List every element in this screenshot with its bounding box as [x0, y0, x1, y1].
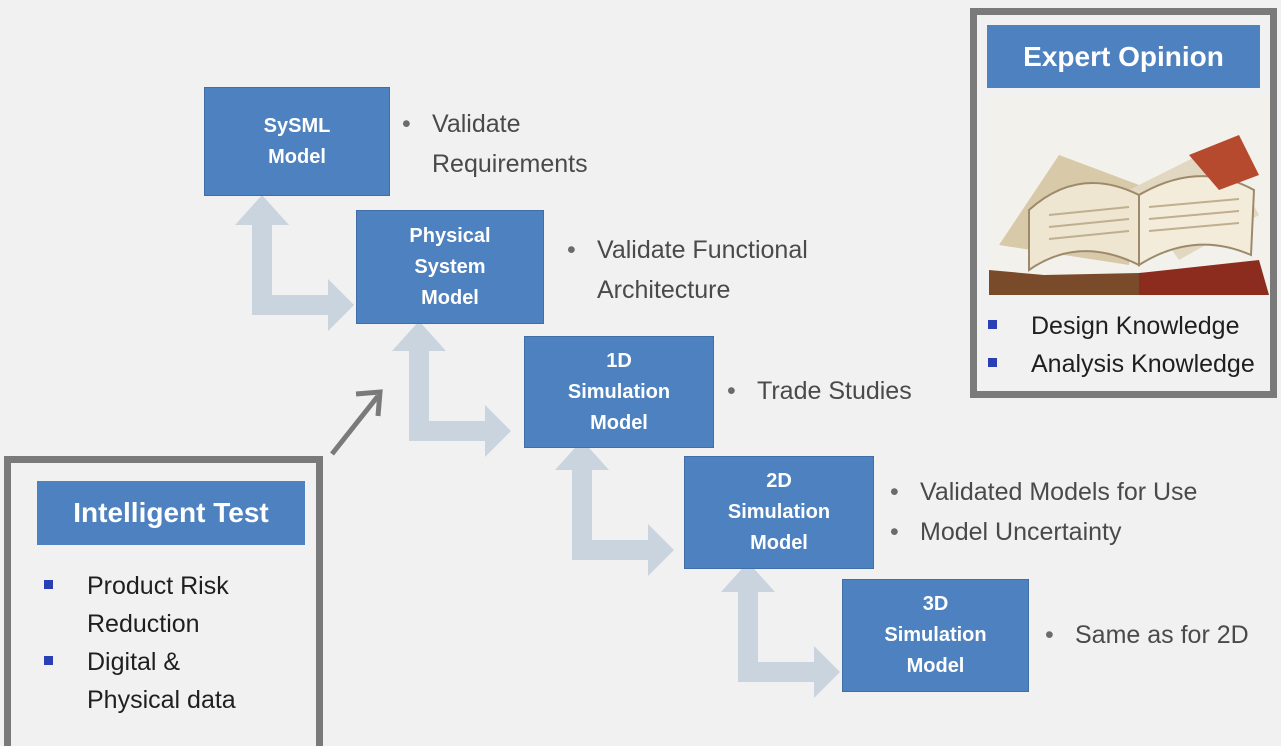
stage-bullets-2d: Validated Models for Use Model Uncertain… [890, 472, 1197, 552]
list-item: Analysis Knowledge [988, 345, 1255, 383]
stage-3d-simulation-model: 3D Simulation Model [842, 579, 1029, 692]
list-item: Design Knowledge [988, 307, 1255, 345]
stage-label: 1D Simulation Model [567, 349, 671, 434]
pointer-arrow-head [355, 389, 383, 417]
bullet-item: Same as for 2D [1045, 615, 1249, 655]
bullet-item: Validate Requirements [402, 104, 588, 184]
list-item: Digital & Physical data [44, 643, 236, 719]
bullet-item: Validate Functional Architecture [567, 230, 808, 310]
stage-label: Physical System Model [409, 224, 491, 309]
stage-bullets-sysml: Validate Requirements [402, 104, 588, 184]
connector-arrow-2 [392, 321, 511, 457]
connector-arrow-1 [235, 195, 354, 331]
connector-arrow-4 [721, 562, 840, 698]
intelligent-test-title: Intelligent Test [37, 481, 305, 545]
stage-label: 2D Simulation Model [727, 470, 831, 554]
stage-1d-simulation-model: 1D Simulation Model [524, 336, 714, 448]
list-item: Product Risk Reduction [44, 567, 236, 643]
pointer-arrow [330, 394, 380, 456]
stage-bullets-physical: Validate Functional Architecture [567, 230, 808, 310]
bullet-item: Model Uncertainty [890, 512, 1197, 552]
stage-bullets-3d: Same as for 2D [1045, 615, 1249, 655]
expert-opinion-title: Expert Opinion [987, 25, 1260, 88]
stage-bullets-1d: Trade Studies [727, 371, 912, 411]
stage-label: 3D Simulation Model [884, 593, 987, 677]
stage-label: SySML Model [263, 114, 331, 168]
expert-opinion-panel: Expert Opinion Design Knowledge Analysis… [970, 8, 1277, 398]
open-books-image [989, 95, 1269, 295]
stage-sysml-model: SySML Model [204, 87, 390, 196]
stage-2d-simulation-model: 2D Simulation Model [684, 456, 874, 569]
connector-arrow-3 [555, 440, 674, 576]
intelligent-test-panel: Intelligent Test Product Risk Reduction … [4, 456, 323, 746]
bullet-item: Trade Studies [727, 371, 912, 411]
bullet-item: Validated Models for Use [890, 472, 1197, 512]
intelligent-test-list: Product Risk Reduction Digital & Physica… [44, 567, 236, 719]
stage-physical-system-model: Physical System Model [356, 210, 544, 324]
expert-opinion-list: Design Knowledge Analysis Knowledge [988, 307, 1255, 383]
